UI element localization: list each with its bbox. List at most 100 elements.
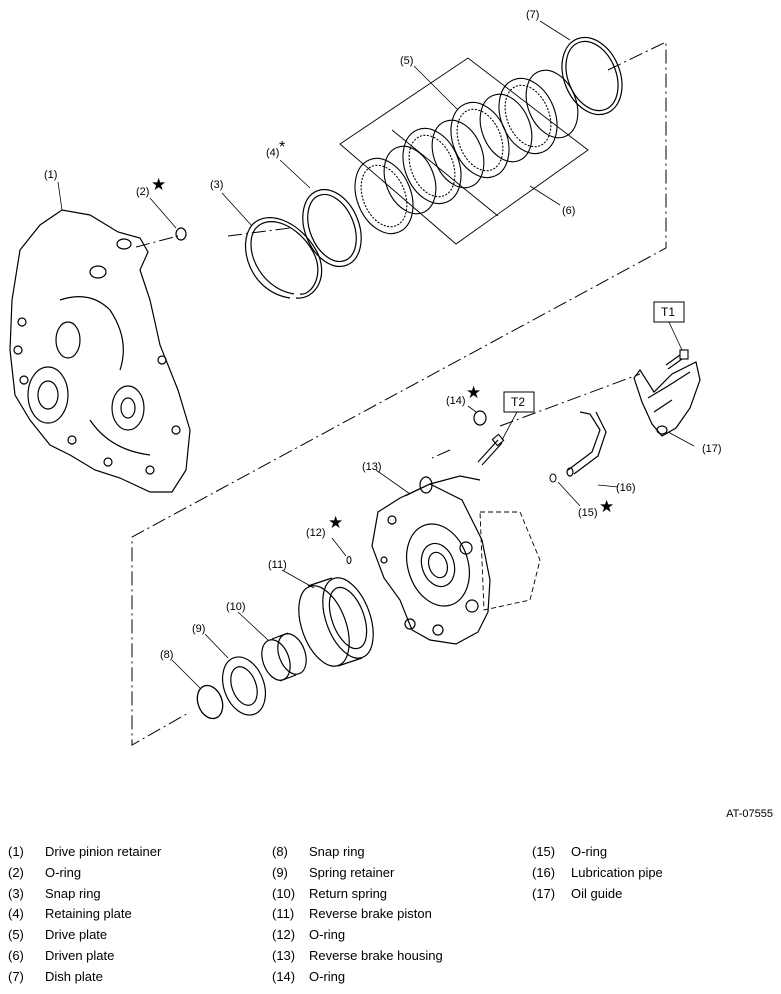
legend-item: (2) O-ring xyxy=(8,863,258,884)
legend-item-name: Return spring xyxy=(309,885,388,901)
star-mark-14: ★ xyxy=(466,383,481,403)
callout-10: (10) xyxy=(226,601,246,613)
legend-item-number: (17) xyxy=(532,885,556,901)
legend-item-number: (8) xyxy=(272,844,288,859)
legend-item-number: (5) xyxy=(8,927,24,943)
dish-plate-part xyxy=(561,36,623,116)
retaining-plate-part xyxy=(302,188,362,268)
legend-item-number: (10) xyxy=(272,885,296,901)
legend-item-name: Reverse brake piston xyxy=(309,906,432,922)
callout-1: (1) xyxy=(44,169,57,181)
legend-column-3: (15) O-ring (16) Lubrication pipe (17) Oil gu… xyxy=(532,842,772,904)
callout-13: (13) xyxy=(362,461,382,473)
legend-item: (3) Snap ring xyxy=(8,884,258,905)
legend-item: (10) Return spring xyxy=(272,884,522,905)
assembly-guide-line xyxy=(131,41,667,746)
legend-item-name: O-ring xyxy=(571,844,608,859)
drive-pinion-retainer-part xyxy=(9,209,191,493)
tool-label-t1: T1 xyxy=(661,305,675,319)
legend-item-name: Spring retainer xyxy=(309,864,395,880)
legend-item: (11) Reverse brake piston xyxy=(272,904,522,925)
callout-3: (3) xyxy=(210,179,223,191)
callout-7: (7) xyxy=(526,9,539,21)
legend-item: (8) Snap ring xyxy=(272,842,522,863)
legend-column-2: (8) Snap ring (9) Spring retainer (10) Return… xyxy=(272,842,522,988)
star-mark-12: ★ xyxy=(328,513,343,533)
legend-item-name: Oil guide xyxy=(571,885,623,901)
legend-item-name: Lubrication pipe xyxy=(571,864,663,880)
callout-5: (5) xyxy=(400,55,413,67)
legend-item-name: Snap ring xyxy=(45,885,101,901)
legend-item: (5) Drive plate xyxy=(8,925,258,946)
legend-item-number: (9) xyxy=(272,864,288,880)
callout-8: (8) xyxy=(160,649,173,661)
legend-item-number: (16) xyxy=(532,864,556,880)
reverse-brake-piston-part xyxy=(298,577,374,667)
legend-item-name: Drive plate xyxy=(45,927,108,943)
legend-item: (6) Driven plate xyxy=(8,946,258,967)
callout-11: (11) xyxy=(268,559,287,571)
asterisk-mark-4: * xyxy=(279,139,285,156)
callout-16: (16) xyxy=(616,482,636,494)
legend-item: (13) Reverse brake housing xyxy=(272,946,522,967)
star-mark-15: ★ xyxy=(599,497,614,517)
t2-bolt-part xyxy=(477,433,505,466)
tool-label-t2: T2 xyxy=(511,395,525,409)
callout-6: (6) xyxy=(562,205,575,217)
star-mark-2: ★ xyxy=(151,175,166,195)
legend-item-number: (14) xyxy=(272,968,296,984)
callout-9: (9) xyxy=(192,623,205,635)
legend-item-name: Retaining plate xyxy=(45,906,132,922)
legend-item-number: (15) xyxy=(532,844,556,859)
legend-item-name: Driven plate xyxy=(45,947,115,963)
legend-item: (9) Spring retainer xyxy=(272,863,522,884)
spring-retainer-part xyxy=(221,656,267,716)
callout-4: (4) xyxy=(266,147,279,159)
lubrication-pipe-part xyxy=(566,411,607,477)
return-spring-part xyxy=(261,632,307,682)
snap-ring-3-part xyxy=(244,217,323,299)
legend-item: (14) O-ring xyxy=(272,967,522,988)
o-ring-15-part xyxy=(549,473,557,483)
legend-item-number: (3) xyxy=(8,885,24,901)
snap-ring-8-part xyxy=(196,684,224,720)
reverse-brake-housing-part xyxy=(371,475,541,645)
legend-item: (16) Lubrication pipe xyxy=(532,863,772,884)
callout-14: (14) xyxy=(446,395,466,407)
callout-12: (12) xyxy=(306,527,326,539)
legend-item-number: (2) xyxy=(8,864,24,880)
legend-column-1: (1) Drive pinion retainer (2) O-ring (3) Snap… xyxy=(8,842,258,988)
o-ring-14-part xyxy=(473,410,487,426)
tool-box-t1: T1 xyxy=(653,301,685,323)
tool-box-t2: T2 xyxy=(503,391,535,413)
legend-item-name: Dish plate xyxy=(45,968,103,984)
legend-item: (12) O-ring xyxy=(272,925,522,946)
legend-item: (17) Oil guide xyxy=(532,884,772,905)
figure-code: AT-07555 xyxy=(726,808,773,820)
legend-item: (7) Dish plate xyxy=(8,967,258,988)
legend-item: (4) Retaining plate xyxy=(8,904,258,925)
callout-15: (15) xyxy=(578,507,598,519)
legend-item-number: (12) xyxy=(272,927,296,943)
legend-item-number: (1) xyxy=(8,844,24,859)
oil-guide-part xyxy=(633,361,701,437)
callout-17: (17) xyxy=(702,443,722,455)
legend-item: (1) Drive pinion retainer xyxy=(8,842,258,863)
legend-item-name: O-ring xyxy=(45,864,82,880)
legend-item: (15) O-ring xyxy=(532,842,772,863)
legend-item-name: O-ring xyxy=(309,968,346,984)
o-ring-12-part xyxy=(346,556,352,564)
legend-item-number: (11) xyxy=(272,906,295,922)
clutch-pack-part xyxy=(339,57,589,245)
legend-item-name: O-ring xyxy=(309,927,346,943)
o-ring-2-part xyxy=(175,227,187,241)
legend-item-number: (4) xyxy=(8,906,24,922)
legend-item-name: Drive pinion retainer xyxy=(45,844,162,859)
legend-item-number: (7) xyxy=(8,968,24,984)
t1-bolt-part xyxy=(665,349,689,370)
legend-item-number: (6) xyxy=(8,947,24,963)
legend-item-name: Snap ring xyxy=(309,844,365,859)
legend-item-number: (13) xyxy=(272,947,296,963)
legend-item-name: Reverse brake housing xyxy=(309,947,443,963)
